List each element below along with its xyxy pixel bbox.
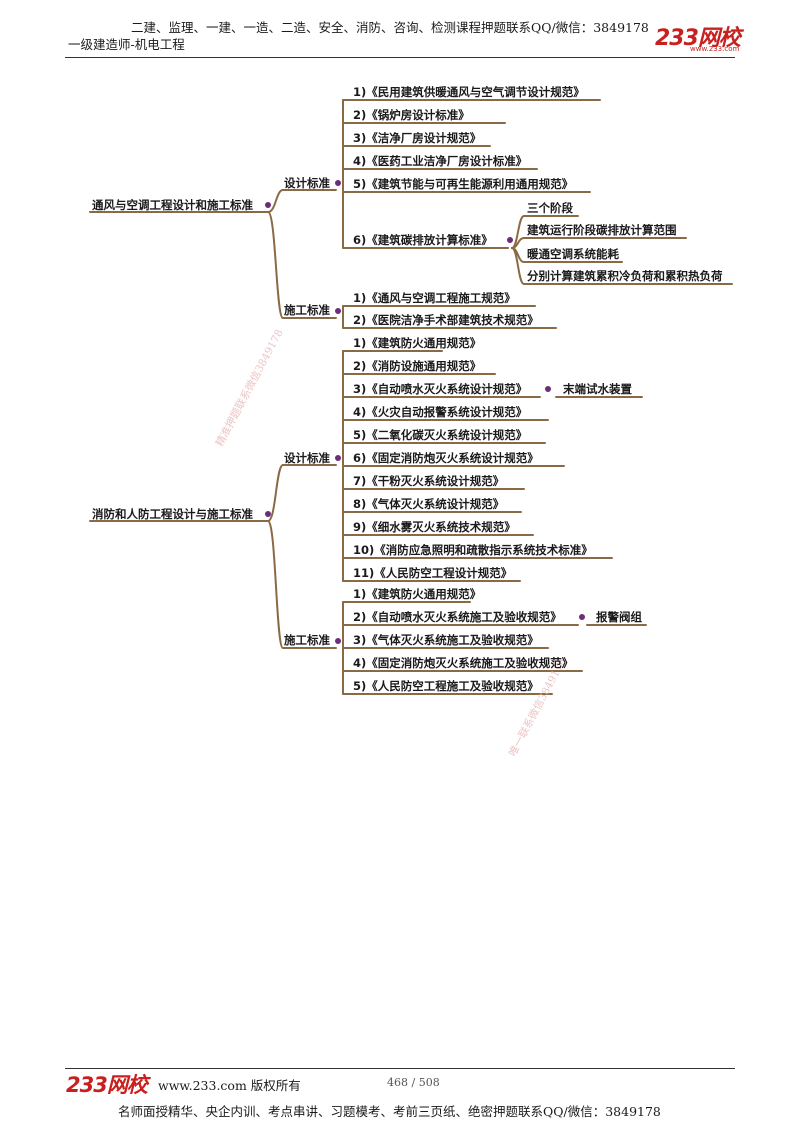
header-contact-line: 二建、监理、一建、一造、二造、安全、消防、咨询、检测课程押题联系QQ/微信：38… — [131, 20, 649, 35]
mindmap-leaf: 1)《建筑防火通用规范》 — [353, 336, 482, 350]
mindmap-root-hvac: 通风与空调工程设计和施工标准 — [92, 198, 253, 212]
mindmap-leaf: 9)《细水雾灭火系统技术规范》 — [353, 520, 516, 534]
mindmap-root-fire: 消防和人防工程设计与施工标准 — [92, 507, 253, 521]
mindmap-leaf: 4)《火灾自动报警系统设计规范》 — [353, 405, 528, 419]
mindmap-leaf: 3)《洁净厂房设计规范》 — [353, 131, 482, 145]
header-logo-url: www.233.com — [690, 45, 740, 53]
mindmap-subleaf: 末端试水装置 — [563, 382, 632, 396]
header-divider — [65, 57, 735, 58]
mindmap-leaf: 5)《建筑节能与可再生能源利用通用规范》 — [353, 177, 574, 191]
mindmap-branch-construction: 施工标准 — [284, 303, 330, 317]
mindmap-subleaf: 三个阶段 — [527, 201, 573, 215]
footer-logo: 233网校 — [66, 1073, 148, 1097]
mindmap-leaf: 11)《人民防空工程设计规范》 — [353, 566, 513, 580]
mindmap-leaf: 2)《医院洁净手术部建筑技术规范》 — [353, 313, 539, 327]
mindmap-leaf: 1)《民用建筑供暖通风与空气调节设计规范》 — [353, 85, 585, 99]
mindmap-branch-design: 设计标准 — [284, 176, 330, 190]
mindmap-leaf: 10)《消防应急照明和疏散指示系统技术标准》 — [353, 543, 593, 557]
header-subject: 一级建造师-机电工程 — [68, 37, 185, 52]
mindmap-leaf: 4)《医药工业洁净厂房设计标准》 — [353, 154, 528, 168]
mindmap-subleaf: 建筑运行阶段碳排放计算范围 — [527, 223, 677, 237]
mindmap-leaf: 8)《气体灭火系统设计规范》 — [353, 497, 505, 511]
mindmap-leaf: 5)《二氧化碳灭火系统设计规范》 — [353, 428, 528, 442]
mindmap-subleaf: 报警阀组 — [596, 610, 642, 624]
footer-contact-line: 名师面授精华、央企内训、考点串讲、习题模考、考前三页纸、绝密押题联系QQ/微信：… — [118, 1104, 661, 1119]
mindmap-leaf: 7)《干粉灭火系统设计规范》 — [353, 474, 505, 488]
mindmap-leaf: 1)《建筑防火通用规范》 — [353, 587, 482, 601]
mindmap-leaf: 6)《固定消防炮灭火系统设计规范》 — [353, 451, 539, 465]
footer-divider — [65, 1068, 735, 1069]
mindmap-branch-construction: 施工标准 — [284, 633, 330, 647]
mindmap-leaf: 2)《自动喷水灭火系统施工及验收规范》 — [353, 610, 562, 624]
mindmap-leaf: 5)《人民防空工程施工及验收规范》 — [353, 679, 539, 693]
mindmap-leaf: 6)《建筑碳排放计算标准》 — [353, 233, 493, 247]
mindmap-leaf: 1)《通风与空调工程施工规范》 — [353, 291, 516, 305]
mindmap-subleaf: 暖通空调系统能耗 — [527, 247, 619, 261]
mindmap-leaf: 3)《自动喷水灭火系统设计规范》 — [353, 382, 528, 396]
footer-copyright: www.233.com 版权所有 — [158, 1078, 301, 1093]
mindmap-leaf: 3)《气体灭火系统施工及验收规范》 — [353, 633, 539, 647]
mindmap-leaf: 4)《固定消防炮灭火系统施工及验收规范》 — [353, 656, 574, 670]
mindmap-subleaf: 分别计算建筑累积冷负荷和累积热负荷 — [527, 269, 723, 283]
mindmap-branch-design: 设计标准 — [284, 451, 330, 465]
page-number: 468 / 508 — [387, 1076, 440, 1089]
header-logo: 233网校 — [655, 26, 741, 51]
mindmap-leaf: 2)《锅炉房设计标准》 — [353, 108, 470, 122]
mindmap-leaf: 2)《消防设施通用规范》 — [353, 359, 482, 373]
